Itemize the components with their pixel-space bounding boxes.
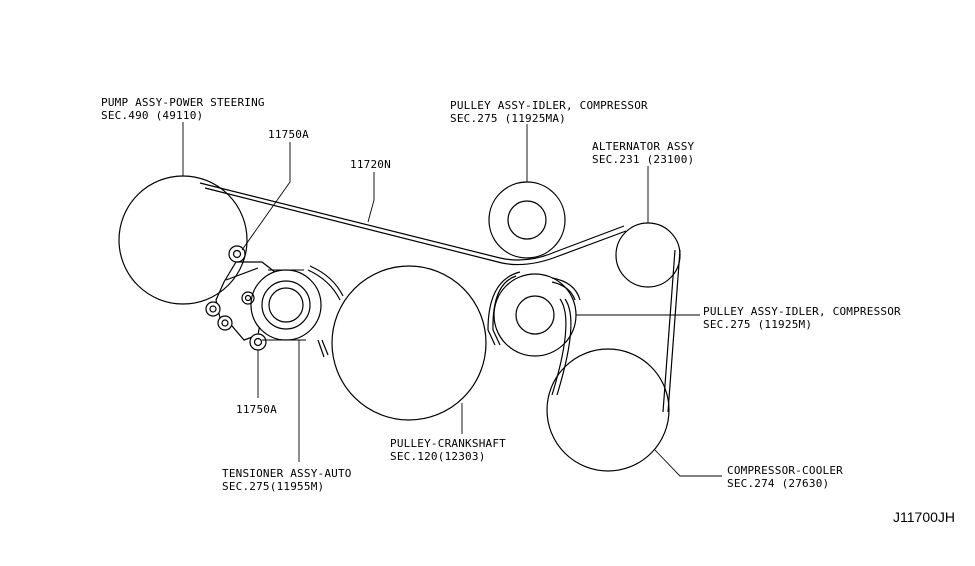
idler-pulley-top (488, 181, 566, 259)
drive-belt (199, 182, 681, 413)
leader-lines (182, 122, 722, 477)
crankshaft-section: SEC.120(12303) (390, 450, 486, 463)
idler-pulley-top-hub (507, 200, 547, 240)
diagram-code: J11700JH (893, 509, 956, 525)
alternator-section: SEC.231 (23100) (592, 153, 695, 166)
power-steering-pump-label: PUMP ASSY-POWER STEERING (101, 96, 265, 109)
tensioner-section: SEC.275(11955M) (222, 480, 325, 493)
bolt-part-number-top: 11750A (268, 128, 309, 141)
idler-top-section: SEC.275 (11925MA) (450, 112, 566, 125)
idler-mid-section: SEC.275 (11925M) (703, 318, 813, 331)
belt-part-number: 11720N (350, 158, 391, 171)
alternator-pulley (615, 222, 681, 288)
idler-pulley-mid-hub (515, 295, 555, 335)
tensioner-label: TENSIONER ASSY-AUTO (222, 467, 352, 480)
power-steering-pump-pulley (118, 175, 248, 305)
compressor-section: SEC.274 (27630) (727, 477, 830, 490)
crankshaft-label: PULLEY-CRANKSHAFT (390, 437, 506, 450)
compressor-pulley (546, 348, 670, 472)
tensioner-assembly (205, 245, 322, 351)
compressor-label: COMPRESSOR-COOLER (727, 464, 843, 477)
alternator-label: ALTERNATOR ASSY (592, 140, 695, 153)
idler-mid-label: PULLEY ASSY-IDLER, COMPRESSOR (703, 305, 901, 318)
bolt-part-number-bottom: 11750A (236, 403, 277, 416)
idler-top-label: PULLEY ASSY-IDLER, COMPRESSOR (450, 99, 648, 112)
crankshaft-pulley (331, 265, 487, 421)
power-steering-pump-section: SEC.490 (49110) (101, 109, 204, 122)
